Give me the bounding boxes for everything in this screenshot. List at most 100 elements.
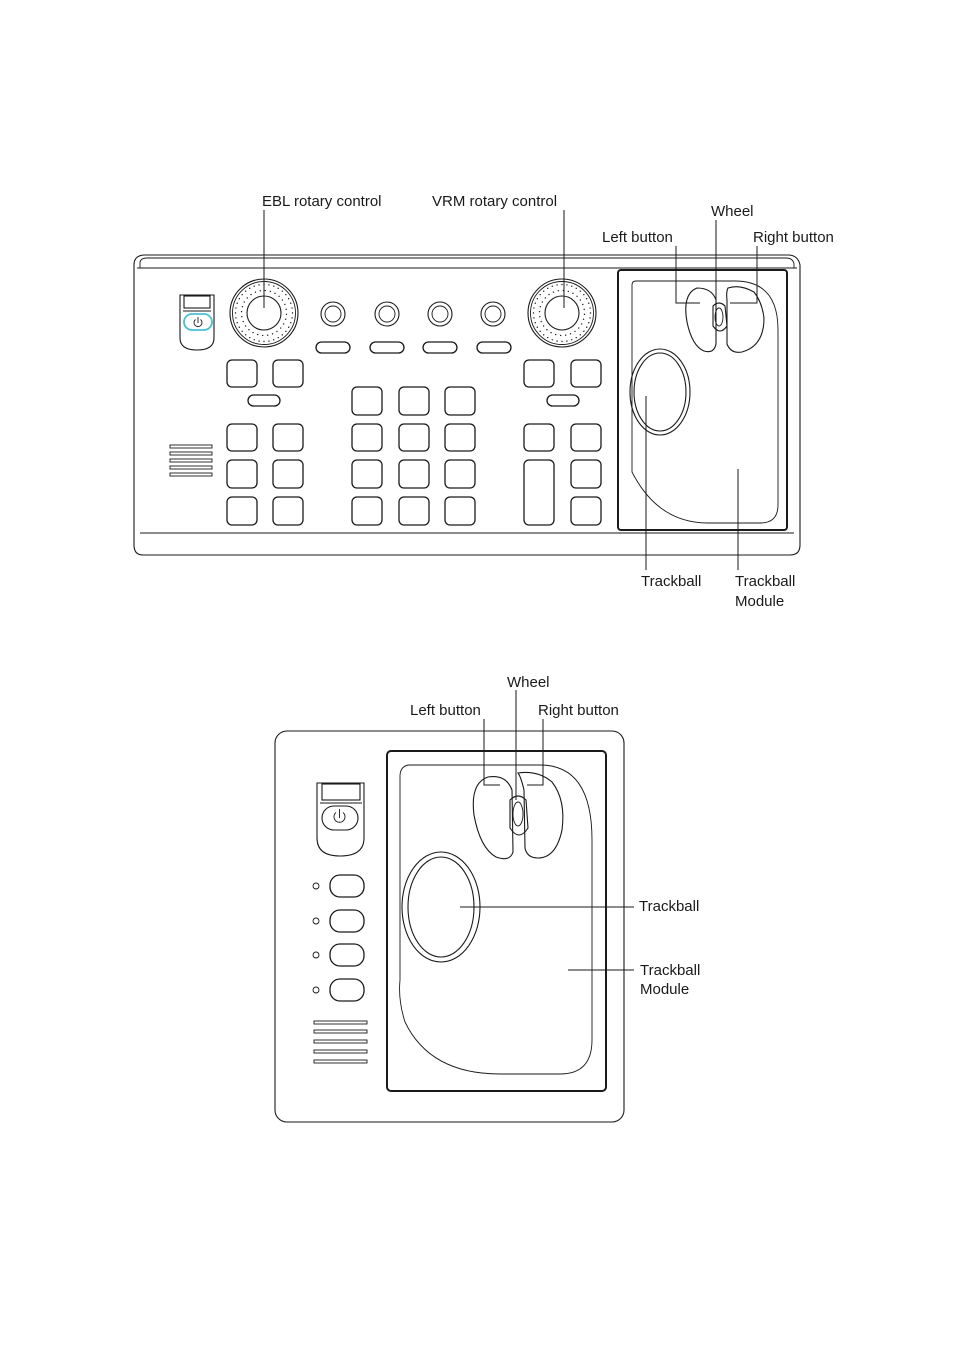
pill-key-right[interactable] [546,394,580,407]
knurl-dot [583,308,585,311]
knurl-dot [559,334,562,337]
power-icon [193,317,203,328]
key-r2[interactable] [570,359,602,388]
pill-key-3[interactable] [422,341,458,354]
key-r1[interactable] [523,359,555,388]
pill-key-4[interactable] [476,341,512,354]
small-knob-1[interactable] [320,301,346,327]
label-module-top-1: Trackball [735,573,795,590]
knurl-dot [243,301,246,303]
key-l3[interactable] [226,423,258,452]
key-l7[interactable] [226,496,258,526]
knurl-dot [585,298,588,300]
knurl-dot [234,312,237,314]
function-key-4[interactable] [329,978,365,1002]
mouse-buttons-top[interactable] [685,286,765,353]
knurl-dot [285,293,287,296]
knurl-dot [556,284,558,286]
knurl-dot [277,287,279,290]
knurl-dot [281,299,284,301]
power-button-bottom[interactable] [321,805,359,831]
knurl-dot [246,297,248,299]
knurl-dot [536,298,539,300]
knurl-dot [235,317,237,319]
key-r6[interactable] [570,496,602,526]
key-l6[interactable] [272,459,304,489]
function-key-1[interactable] [329,874,365,898]
mouse-buttons-bottom[interactable] [472,771,564,860]
function-keys [312,874,365,1002]
knurl-dot [285,330,287,333]
key-c4[interactable] [351,423,383,452]
knurl-dot [566,340,568,342]
knurl-dot [280,327,282,329]
small-knob-3[interactable] [427,301,453,327]
vrm-knurling [532,283,592,343]
key-l2[interactable] [272,359,304,388]
key-c12[interactable] [444,496,476,526]
key-l5[interactable] [226,459,258,489]
label-right-button-bottom: Right button [538,702,619,719]
key-c3[interactable] [444,386,476,416]
knurl-dot [290,322,292,324]
key-r4[interactable] [570,423,602,452]
key-c7[interactable] [351,459,383,489]
small-knob-4[interactable] [480,301,506,327]
knurl-dot [588,322,590,324]
function-key-3[interactable] [329,943,365,967]
power-switch-bottom[interactable] [316,782,365,857]
knurl-dot [241,330,243,333]
vrm-rotary-control[interactable] [527,278,597,348]
label-trackball-bottom: Trackball [639,898,699,915]
key-c10[interactable] [351,496,383,526]
function-key-2[interactable] [329,909,365,933]
knurl-dot [261,334,264,337]
label-left-button-bottom: Left button [410,702,481,719]
knurl-dot [248,329,250,331]
key-c5[interactable] [398,423,430,452]
knurl-dot [548,293,550,296]
knurl-dot [583,293,585,296]
knurl-dot [542,325,545,327]
small-knob-2[interactable] [374,301,400,327]
power-switch[interactable] [179,294,215,351]
key-l8[interactable] [272,496,304,526]
knurl-dot [541,301,544,303]
key-r-tall[interactable] [523,459,555,526]
pill-key-left[interactable] [247,394,281,407]
knurl-dot [287,298,290,300]
key-c11[interactable] [398,496,430,526]
knurl-dot [539,293,541,296]
knurl-dot [589,312,592,314]
knurl-dot [240,310,243,313]
knurl-dot [589,317,591,319]
pill-key-2[interactable] [369,341,405,354]
knurl-dot [273,339,275,341]
knurl-dot [566,284,568,286]
knurl-dot [542,334,545,336]
knurl-dot [547,287,549,290]
key-c2[interactable] [398,386,430,416]
knurl-dot [238,326,241,328]
knurl-dot [533,307,535,309]
knurl-dot [285,313,288,316]
trackball-top[interactable] [629,348,691,436]
key-c9[interactable] [444,459,476,489]
knurl-dot [256,333,259,336]
key-r3[interactable] [523,423,555,452]
knurl-dot [542,290,545,292]
led-4 [312,986,320,994]
key-c8[interactable] [398,459,430,489]
pill-key-1[interactable] [315,341,351,354]
key-c1[interactable] [351,386,383,416]
knurl-dot [252,331,254,334]
keyboard-top-bevel [139,257,795,268]
key-r5[interactable] [570,459,602,489]
center-keypad [351,386,476,526]
key-l1[interactable] [226,359,258,388]
knurl-dot [249,336,251,339]
key-c6[interactable] [444,423,476,452]
key-l4[interactable] [272,423,304,452]
